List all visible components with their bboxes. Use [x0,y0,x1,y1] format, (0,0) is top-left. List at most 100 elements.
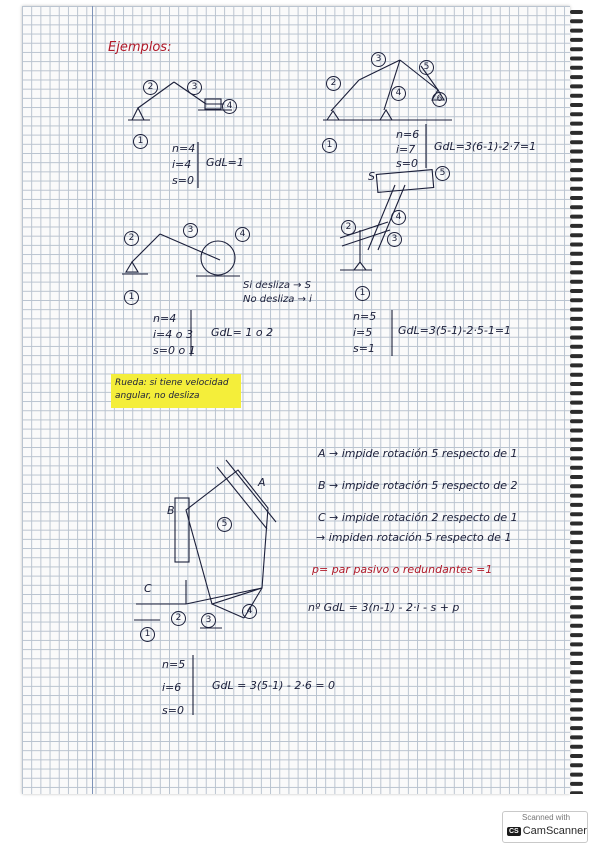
spiral-ring [570,484,583,489]
spiral-ring [570,614,583,619]
spiral-ring [570,679,583,684]
diagram-1-label: 4 [222,99,237,114]
spiral-ring [570,642,583,647]
spiral-ring [570,158,583,163]
diagram-5-label: 2 [171,611,186,626]
scanned-with-text: Scanned with [521,813,571,822]
spiral-ring [570,214,583,219]
diagram-1-n: n=4 [172,142,196,155]
constraint-line-c: C → impide rotación 2 respecto de 1 [318,511,518,524]
diagram-5-label-c: C [144,582,152,595]
spiral-ring [570,335,583,340]
diagram-5-label: 4 [242,604,257,619]
spiral-ring [570,93,583,98]
spiral-ring [570,28,583,33]
spiral-ring [570,186,583,191]
spiral-ring [570,251,583,256]
diagram-5-gdl: GdL = 3(5-1) - 2·6 = 0 [212,679,336,692]
diagram-1-gdl: GdL=1 [206,156,244,169]
spiral-ring [570,289,583,293]
diagram-4-s: s=1 [353,342,375,355]
spiral-ring [570,744,583,749]
spiral-ring [570,661,583,665]
slip-yes-text: Si desliza → S [243,280,312,291]
spiral-ring [570,651,583,656]
diagram-2-n: n=6 [396,128,420,141]
diagram-5-label: 5 [217,517,232,532]
spiral-ring [570,149,583,154]
spiral-ring [570,605,583,610]
spiral-ring [570,363,583,368]
diagram-4-i: i=5 [353,326,373,339]
spiral-ring [570,521,583,526]
spiral-ring [570,112,583,117]
spiral-ring [570,10,583,14]
diagram-4-gdl: GdL=3(5-1)-2·5-1=1 [398,324,512,337]
spiral-ring [570,37,583,42]
spiral-ring [570,168,583,173]
diagram-5-i: i=6 [162,681,182,694]
diagram-1-i: i=4 [172,158,192,171]
diagram-4-n: n=5 [353,310,377,323]
diagram-5-label-a: A [258,476,266,489]
spiral-ring [570,540,583,545]
spiral-ring [570,633,583,638]
spiral-ring [570,19,583,24]
spiral-ring [570,279,583,284]
spiral-ring [570,623,583,628]
slip-no-text: No desliza → i [243,294,312,305]
gdl-formula: nº GdL = 3(n-1) - 2·i - s + p [308,601,460,614]
spiral-ring [570,177,583,182]
diagram-1-label: 3 [187,80,202,95]
diagram-3-gdl: GdL= 1 o 2 [211,326,274,339]
spiral-ring [570,735,583,740]
highlight-note: Rueda: si tiene velocidad angular, no de… [111,374,241,408]
spiral-ring [570,670,583,675]
spiral-ring [570,205,583,210]
diagram-5-label-b: B [167,504,175,517]
margin-line [92,6,93,794]
spiral-ring [570,437,583,442]
diagram-4-label: 1 [355,286,370,301]
diagram-5-s: s=0 [162,704,184,717]
spiral-ring [570,400,583,405]
spiral-ring [570,382,583,386]
spiral-ring [570,558,583,563]
diagram-4-s-label: S [368,170,375,183]
spiral-ring [570,791,583,794]
spiral-ring [570,475,583,479]
diagram-3-label: 4 [235,227,250,242]
camscanner-logo-icon: CS [507,826,521,836]
spiral-ring [570,428,583,433]
diagram-3-label: 2 [124,231,139,246]
diagram-5-label: 3 [201,613,216,628]
diagram-3-label: 1 [124,290,139,305]
diagram-3-i: i=4 o 3 [153,328,193,341]
spiral-ring [570,707,583,712]
diagram-1-label: 1 [133,134,148,149]
diagram-4-mechanism [339,168,435,271]
spiral-ring [570,56,583,61]
diagram-3-s: s=0 o 1 [153,344,196,357]
constraint-line-b: B → impide rotación 5 respecto de 2 [318,479,518,492]
spiral-ring [570,326,583,331]
constraint-summary: → impiden rotación 5 respecto de 1 [316,531,512,544]
spiral-ring [570,84,583,89]
spiral-ring [570,103,583,107]
spiral-ring [570,130,583,135]
diagram-1-label: 2 [143,80,158,95]
diagram-5-label: 1 [140,627,155,642]
diagram-4-label: 3 [387,232,402,247]
spiral-ring [570,316,583,321]
spiral-ring [570,391,583,396]
spiral-ring [570,307,583,312]
spiral-ring [570,512,583,517]
diagram-2-label: 1 [322,138,337,153]
diagram-3-label: 3 [183,223,198,238]
spiral-ring [570,270,583,275]
diagram-2-label: 5 [419,60,434,75]
spiral-ring [570,242,583,247]
